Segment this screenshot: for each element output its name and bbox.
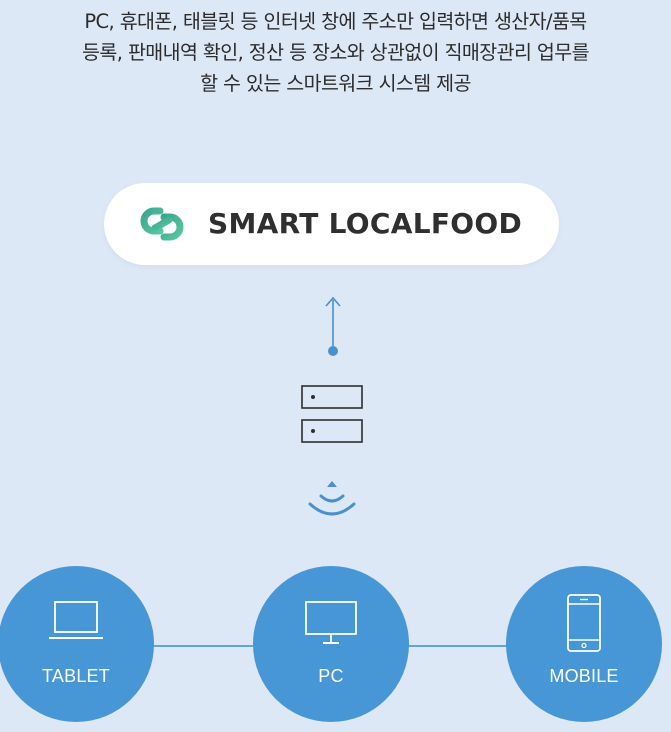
monitor-icon (305, 601, 357, 644)
headline-line-3: 할 수 있는 스마트워크 시스템 제공 (200, 72, 471, 95)
device-tablet: TABLET (0, 566, 154, 722)
connector-line-right (402, 645, 522, 647)
wifi-signal-icon (308, 481, 356, 516)
link-chain-logo-icon (140, 207, 184, 241)
server-icon (301, 385, 363, 443)
smartphone-icon (567, 594, 601, 652)
device-label-tablet: TABLET (42, 666, 110, 686)
device-pc: PC (253, 566, 409, 722)
device-label-pc: PC (318, 666, 344, 686)
headline-line-2: 등록, 판매내역 확인, 정산 등 장소와 상관없이 직매장관리 업무를 (82, 41, 589, 64)
device-label-mobile: MOBILE (549, 666, 619, 686)
headline-line-1: PC, 휴대폰, 태블릿 등 인터넷 창에 주소만 입력하면 생산자/품목 (84, 10, 587, 33)
connector-line-left (150, 645, 270, 647)
logo-text: SMART LOCALFOOD (208, 207, 523, 240)
logo-banner: SMART LOCALFOOD (104, 183, 559, 265)
device-mobile: MOBILE (506, 566, 662, 722)
laptop-icon (49, 601, 103, 639)
headline: PC, 휴대폰, 태블릿 등 인터넷 창에 주소만 입력하면 생산자/품목 등록… (0, 6, 671, 99)
arrow-up-icon (325, 296, 341, 356)
